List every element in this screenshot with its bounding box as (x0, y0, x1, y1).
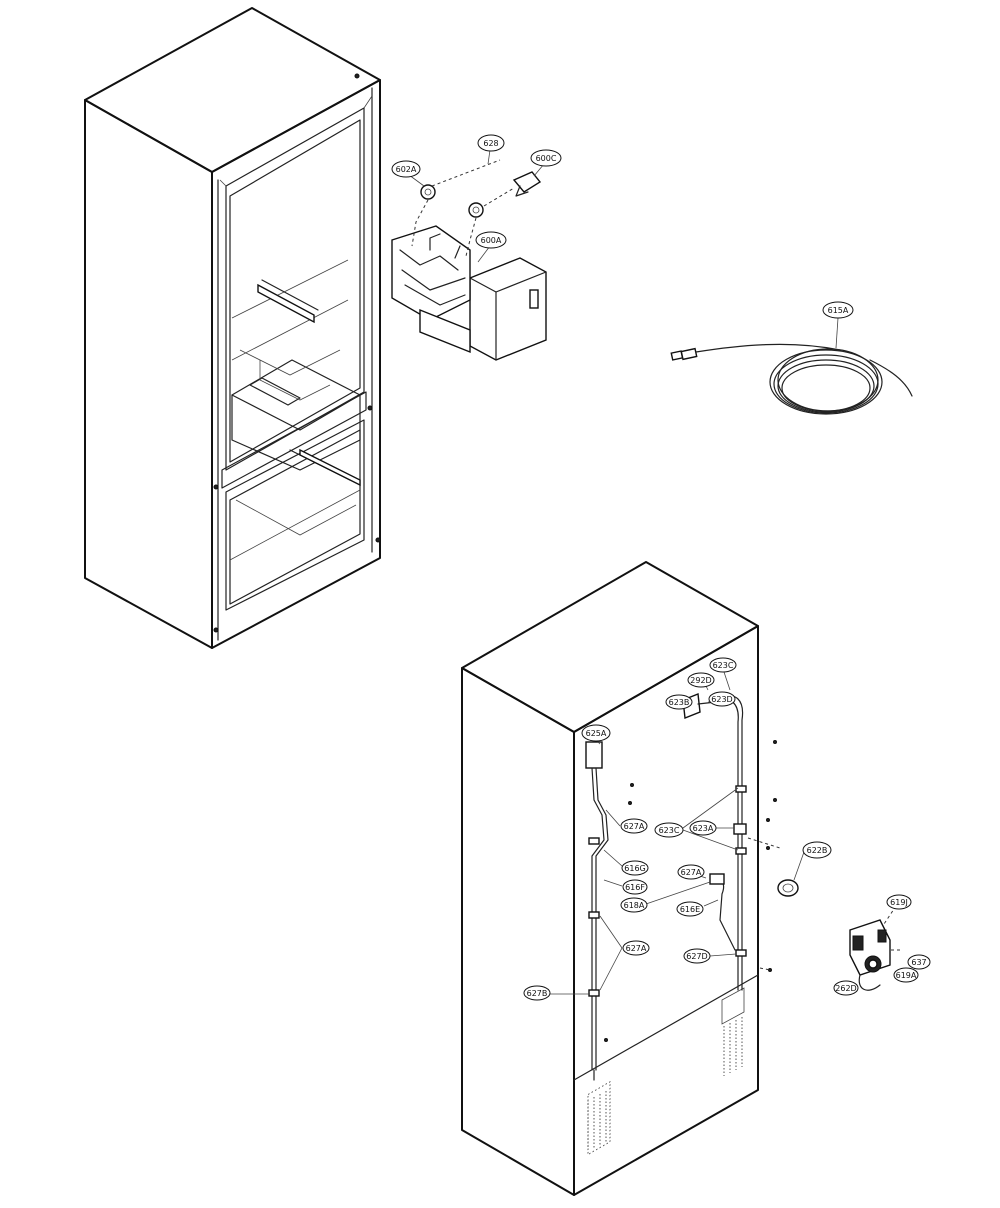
svg-text:262D: 262D (835, 984, 856, 993)
svg-text:616E: 616E (680, 905, 700, 914)
svg-text:616F: 616F (625, 883, 645, 892)
label-615a: 615A (822, 301, 854, 319)
svg-text:622B: 622B (807, 846, 828, 855)
label-600c: 600C (530, 149, 562, 167)
label-623c-top: 623C (709, 657, 737, 673)
label-627d: 627D (683, 948, 711, 964)
label-616g: 616G (621, 860, 649, 876)
svg-text:600C: 600C (536, 154, 557, 163)
svg-text:623A: 623A (693, 824, 714, 833)
label-618a: 618A (620, 897, 648, 913)
label-623b: 623B (665, 694, 693, 710)
label-627b: 627B (523, 985, 551, 1001)
label-623d: 623D (708, 691, 736, 707)
label-627a-mid: 627A (677, 864, 705, 880)
svg-text:619A: 619A (896, 971, 917, 980)
part-labels: 602A 628 600C 600A 615A 625A 623B 292D 6… (391, 134, 931, 1001)
svg-text:637: 637 (911, 958, 926, 967)
label-616f: 616F (622, 879, 648, 895)
label-602a: 602A (391, 160, 421, 178)
rear-water-tubing (585, 693, 799, 1071)
label-262d: 262D (833, 980, 859, 996)
svg-text:623C: 623C (659, 826, 680, 835)
label-619a: 619A (893, 967, 919, 983)
label-627a-top: 627A (620, 818, 648, 834)
svg-text:616G: 616G (624, 864, 645, 873)
label-600a: 600A (475, 231, 507, 249)
svg-text:619J: 619J (890, 898, 908, 907)
svg-text:615A: 615A (828, 306, 849, 315)
label-622b: 622B (802, 841, 832, 859)
label-637: 637 (907, 954, 931, 970)
svg-text:623C: 623C (713, 661, 734, 670)
svg-text:627A: 627A (681, 868, 702, 877)
svg-text:627D: 627D (686, 952, 707, 961)
label-616e: 616E (676, 901, 704, 917)
svg-text:627A: 627A (626, 944, 647, 953)
svg-text:625A: 625A (586, 729, 607, 738)
water-supply-tube-coil (670, 317, 913, 415)
label-628: 628 (477, 134, 505, 152)
label-627a-low: 627A (622, 940, 650, 956)
svg-text:623D: 623D (711, 695, 732, 704)
svg-text:292D: 292D (690, 676, 711, 685)
svg-text:628: 628 (483, 139, 498, 148)
svg-text:627A: 627A (624, 822, 645, 831)
water-valve-assembly (849, 905, 900, 991)
ice-maker-assembly (391, 149, 547, 361)
fridge-cabinet-front (84, 7, 381, 649)
svg-text:627B: 627B (527, 989, 548, 998)
fridge-cabinet-rear (461, 561, 759, 1196)
label-619j: 619J (886, 894, 912, 910)
svg-text:600A: 600A (481, 236, 502, 245)
svg-text:623B: 623B (669, 698, 690, 707)
svg-text:602A: 602A (396, 165, 417, 174)
label-623a: 623A (689, 820, 717, 836)
label-292d: 292D (687, 672, 715, 688)
label-623c: 623C (654, 822, 684, 838)
svg-text:618A: 618A (624, 901, 645, 910)
label-625a: 625A (581, 724, 611, 742)
